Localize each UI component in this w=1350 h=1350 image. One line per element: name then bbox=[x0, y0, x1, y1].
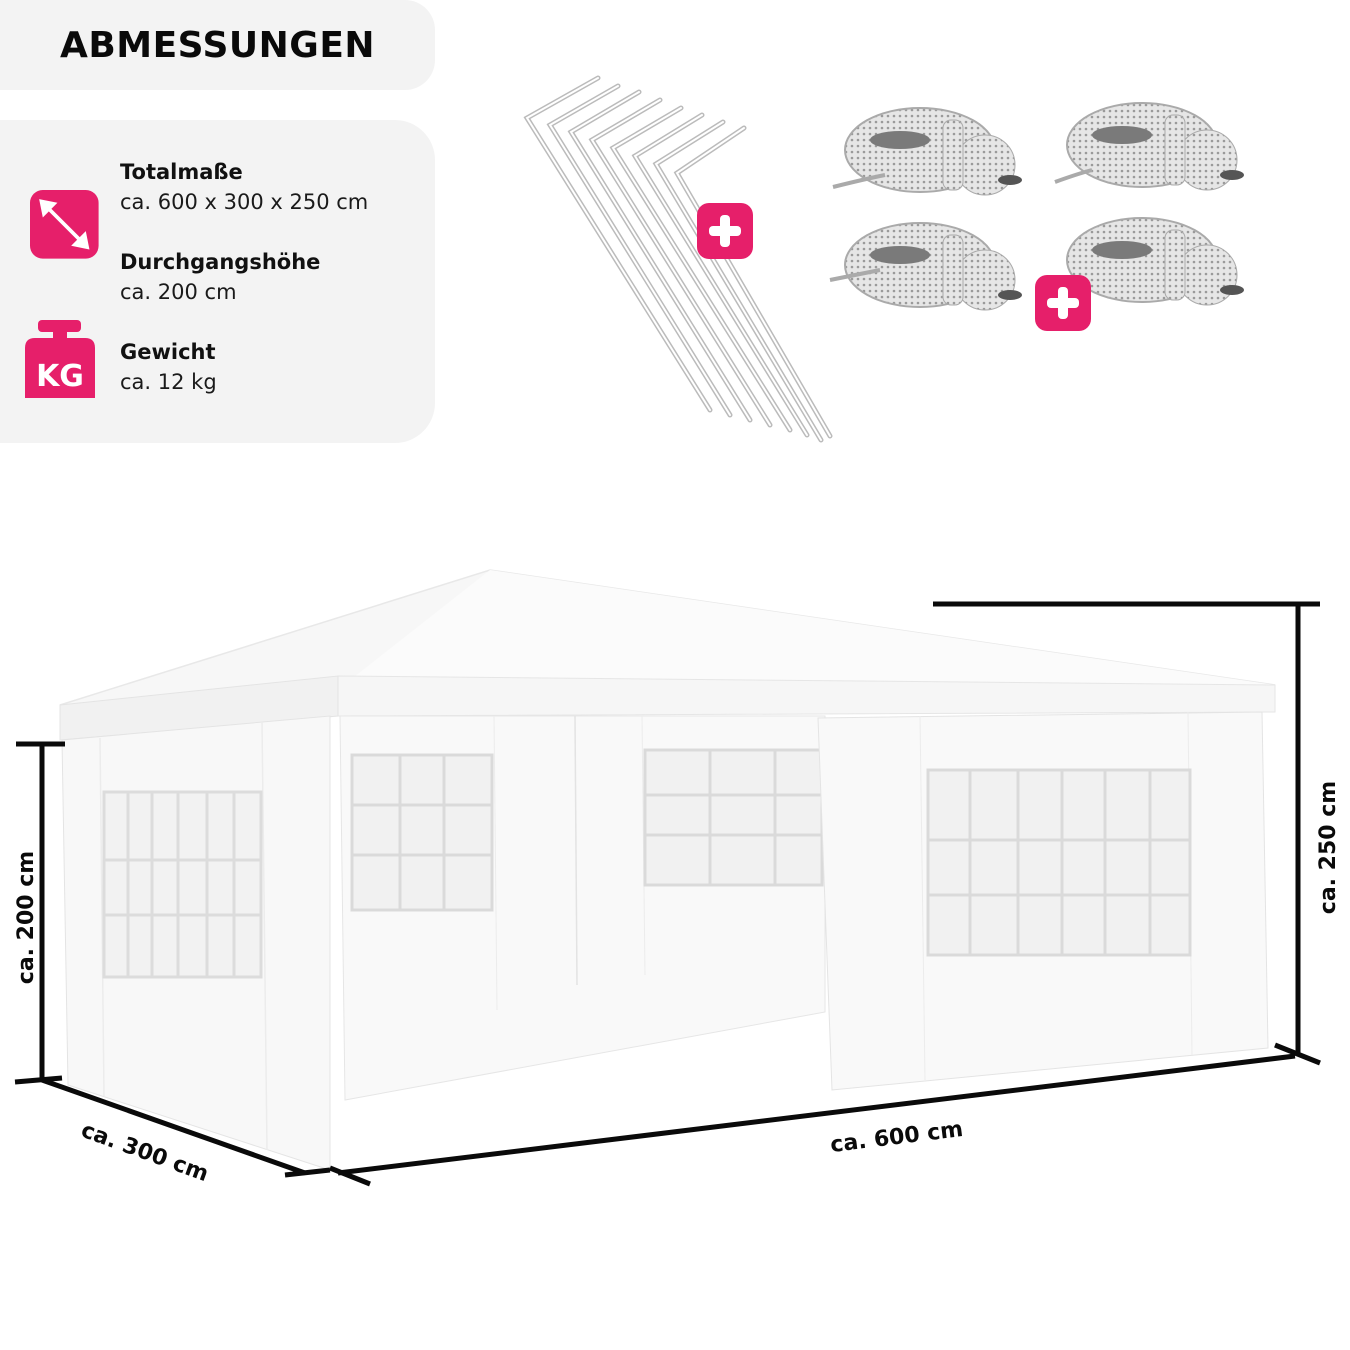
spec-value: ca. 12 kg bbox=[120, 370, 217, 394]
title-pill: ABMESSUNGEN bbox=[0, 0, 435, 90]
spec-passage-height: Durchgangshöhe ca. 200 cm bbox=[0, 250, 435, 320]
dimension-lines bbox=[14, 601, 1321, 1187]
spec-total-dimensions: Totalmaße ca. 600 x 300 x 250 cm bbox=[0, 160, 435, 259]
spec-label: Totalmaße bbox=[120, 160, 243, 184]
guy-ropes-illustration bbox=[829, 102, 1244, 311]
spec-label: Durchgangshöhe bbox=[120, 250, 321, 274]
side-window bbox=[102, 790, 263, 979]
weight-kg-icon: KG bbox=[25, 320, 95, 398]
ground-pegs-image bbox=[515, 70, 845, 445]
rope-coil-4 bbox=[1066, 217, 1244, 306]
dimension-total-height: ca. 250 cm bbox=[1316, 780, 1342, 915]
guy-ropes-image bbox=[825, 95, 1265, 335]
plus-icon bbox=[1035, 275, 1091, 331]
dimension-side-height: ca. 200 cm bbox=[14, 850, 40, 985]
front-window-3 bbox=[926, 768, 1192, 957]
rope-coil-2 bbox=[1054, 102, 1244, 191]
front-window-1 bbox=[350, 753, 494, 912]
spec-weight: KG Gewicht ca. 12 kg bbox=[0, 320, 435, 410]
spec-panel: Totalmaße ca. 600 x 300 x 250 cm Durchga… bbox=[0, 120, 435, 443]
rope-coil-3 bbox=[829, 222, 1022, 311]
svg-text:KG: KG bbox=[36, 359, 84, 394]
front-window-2 bbox=[643, 748, 824, 887]
ground-pegs-illustration bbox=[523, 75, 833, 443]
spec-label: Gewicht bbox=[120, 340, 216, 364]
spec-value: ca. 600 x 300 x 250 cm bbox=[120, 190, 369, 214]
page-title: ABMESSUNGEN bbox=[59, 24, 376, 66]
spec-value: ca. 200 cm bbox=[120, 280, 237, 304]
tent-illustration bbox=[14, 569, 1321, 1187]
plus-icon bbox=[697, 203, 753, 259]
rope-coil-1 bbox=[832, 107, 1022, 196]
resize-arrows-icon bbox=[30, 190, 99, 259]
